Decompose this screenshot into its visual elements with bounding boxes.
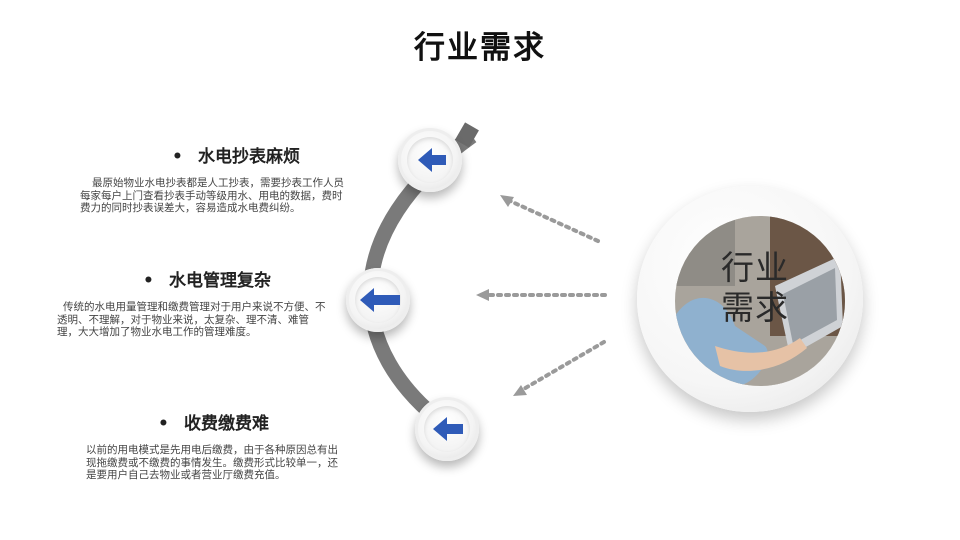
page-title: 行业需求 xyxy=(414,30,546,66)
item-title: • 水电管理复杂 xyxy=(57,266,329,291)
arc-end-cap xyxy=(455,122,479,148)
left-arrow-icon xyxy=(418,148,446,172)
item-title-text: 水电管理复杂 xyxy=(169,271,271,291)
requirement-item-1: • 水电抄表麻烦 最原始物业水电抄表都是人工抄表，需要抄表工作人员每家每户上门查看… xyxy=(80,142,348,215)
hero-label-line-1: 行业 xyxy=(721,248,789,287)
requirement-item-2: • 水电管理复杂 传统的水电用量管理和缴费管理对于用户来说不方便、不透明、不理解，… xyxy=(57,266,329,339)
item-title: • 水电抄表麻烦 xyxy=(80,142,348,167)
item-description: 最原始物业水电抄表都是人工抄表，需要抄表工作人员每家每户上门查看抄表手动等级用水… xyxy=(80,177,344,214)
hero-label: 行业 需求 xyxy=(721,248,789,328)
connector-arrowhead-top xyxy=(500,195,514,207)
arrow-button-3 xyxy=(415,397,479,461)
bullet-icon: • xyxy=(172,147,183,167)
arrow-button-2 xyxy=(346,268,410,332)
dotted-connector-top xyxy=(506,198,600,243)
left-arrow-icon xyxy=(360,288,400,312)
hero-label-line-2: 需求 xyxy=(721,288,789,327)
left-arrow-icon xyxy=(433,417,463,441)
connector-arrowhead-middle xyxy=(476,289,489,301)
bullet-icon: • xyxy=(158,414,169,434)
hero-circle: 行业 需求 xyxy=(637,186,863,412)
connector-arrowhead-bottom xyxy=(513,385,527,396)
item-description: 以前的用电模式是先用电后缴费，由于各种原因总有出现拖缴费或不缴费的事情发生。缴费… xyxy=(86,444,338,481)
laptop-photo xyxy=(675,216,845,386)
item-description: 传统的水电用量管理和缴费管理对于用户来说不方便、不透明、不理解，对于物业来说，太… xyxy=(57,301,326,338)
laptop-illustration xyxy=(675,216,845,386)
bullet-icon: • xyxy=(143,271,154,291)
dotted-connector-bottom xyxy=(520,340,606,392)
item-title: • 收费缴费难 xyxy=(86,409,348,434)
item-title-text: 收费缴费难 xyxy=(184,414,269,434)
requirement-item-3: • 收费缴费难 以前的用电模式是先用电后缴费，由于各种原因总有出现拖缴费或不缴费的… xyxy=(86,409,348,482)
item-title-text: 水电抄表麻烦 xyxy=(198,147,300,167)
arrow-button-1 xyxy=(398,128,462,192)
